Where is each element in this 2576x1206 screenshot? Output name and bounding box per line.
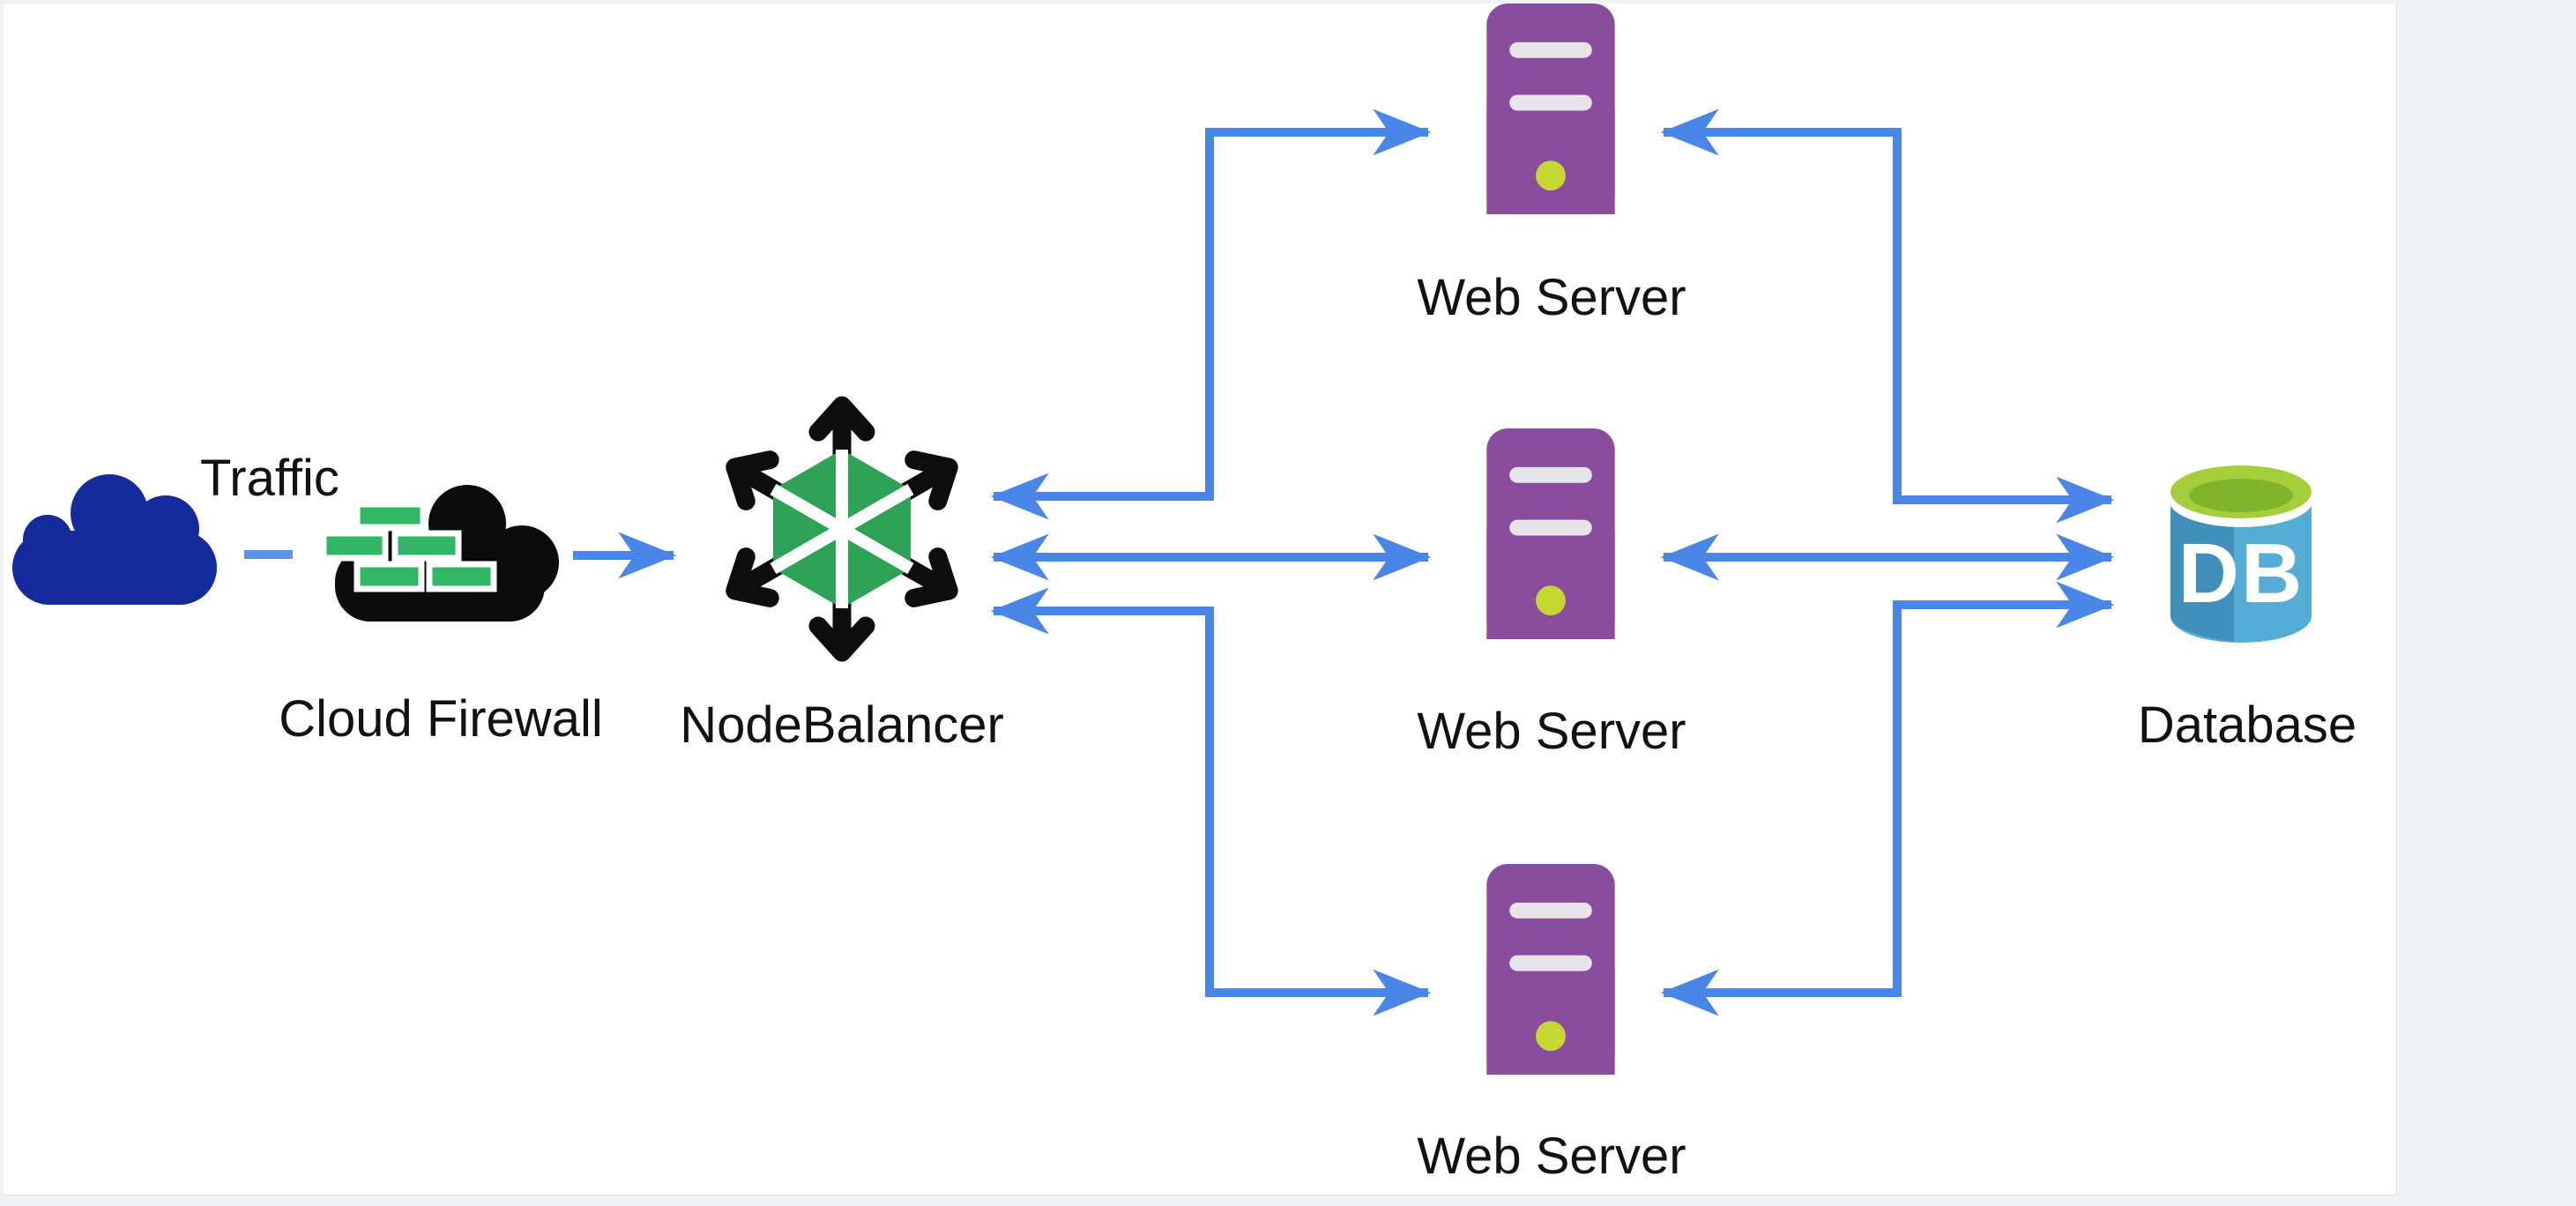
firewall-label: Cloud Firewall [279, 690, 603, 748]
webserver2-label: Web Server [1417, 703, 1686, 760]
nodebalancer-label: NodeBalancer [680, 696, 1004, 754]
connector-webserver3-database [1660, 581, 2115, 1016]
connector-webserver1-database [1660, 108, 2115, 524]
database-label: Database [2137, 696, 2357, 754]
webserver1-label: Web Server [1417, 269, 1686, 326]
connector-nodebalancer-webserver3 [990, 587, 1432, 1016]
nodebalancer-icon [726, 396, 958, 662]
server-tower-icon [1486, 428, 1615, 639]
webserver3-label: Web Server [1417, 1128, 1686, 1185]
server-tower-icon [1486, 4, 1615, 214]
cloud-firewall-icon [320, 485, 559, 622]
database-cylinder-icon: DB [2169, 465, 2313, 643]
cloud-icon [12, 474, 217, 605]
server-tower-icon [1486, 864, 1615, 1075]
traffic-label: Traffic [200, 450, 339, 507]
connector-nodebalancer-webserver1 [990, 108, 1432, 520]
db-badge-text: DB [2178, 526, 2304, 621]
